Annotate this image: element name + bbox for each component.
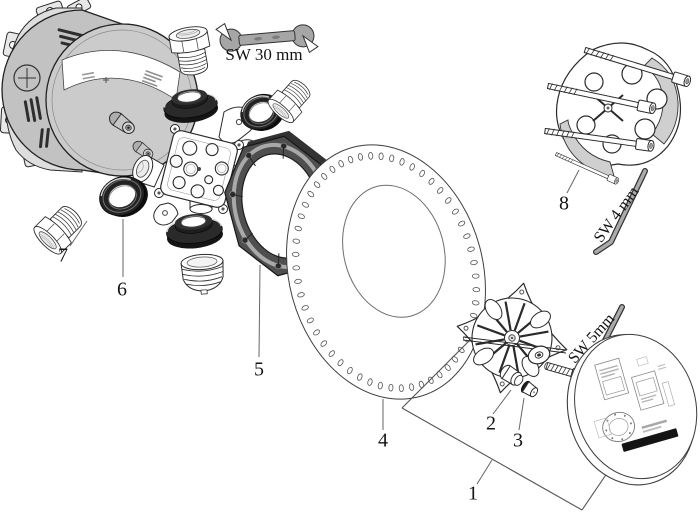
seal-disc <box>286 144 486 400</box>
callout-3: 3 <box>513 429 523 452</box>
brand-bar <box>621 428 679 452</box>
callout-5: 5 <box>254 358 264 381</box>
callout-4: 4 <box>378 429 388 452</box>
cover-disc <box>566 333 698 486</box>
callout-7: 7 <box>58 244 68 267</box>
valve-body <box>132 92 260 226</box>
callout-1: 1 <box>468 482 478 505</box>
disc-perforations <box>291 152 481 392</box>
allen-key-4mm <box>593 168 648 255</box>
wrench-size-label: SW 30 mm <box>225 45 303 64</box>
adapter-part2 <box>499 364 524 386</box>
callout-2: 2 <box>486 412 496 435</box>
carrier-plate-assembly <box>543 42 693 186</box>
threaded-plug <box>180 253 224 295</box>
washer <box>527 345 551 365</box>
callout-6: 6 <box>117 278 127 301</box>
leader-lines <box>69 169 580 485</box>
open-end-wrench <box>215 22 319 54</box>
callout-8: 8 <box>559 192 569 215</box>
plug-part3 <box>520 380 539 398</box>
rough-in-housing <box>0 0 199 177</box>
